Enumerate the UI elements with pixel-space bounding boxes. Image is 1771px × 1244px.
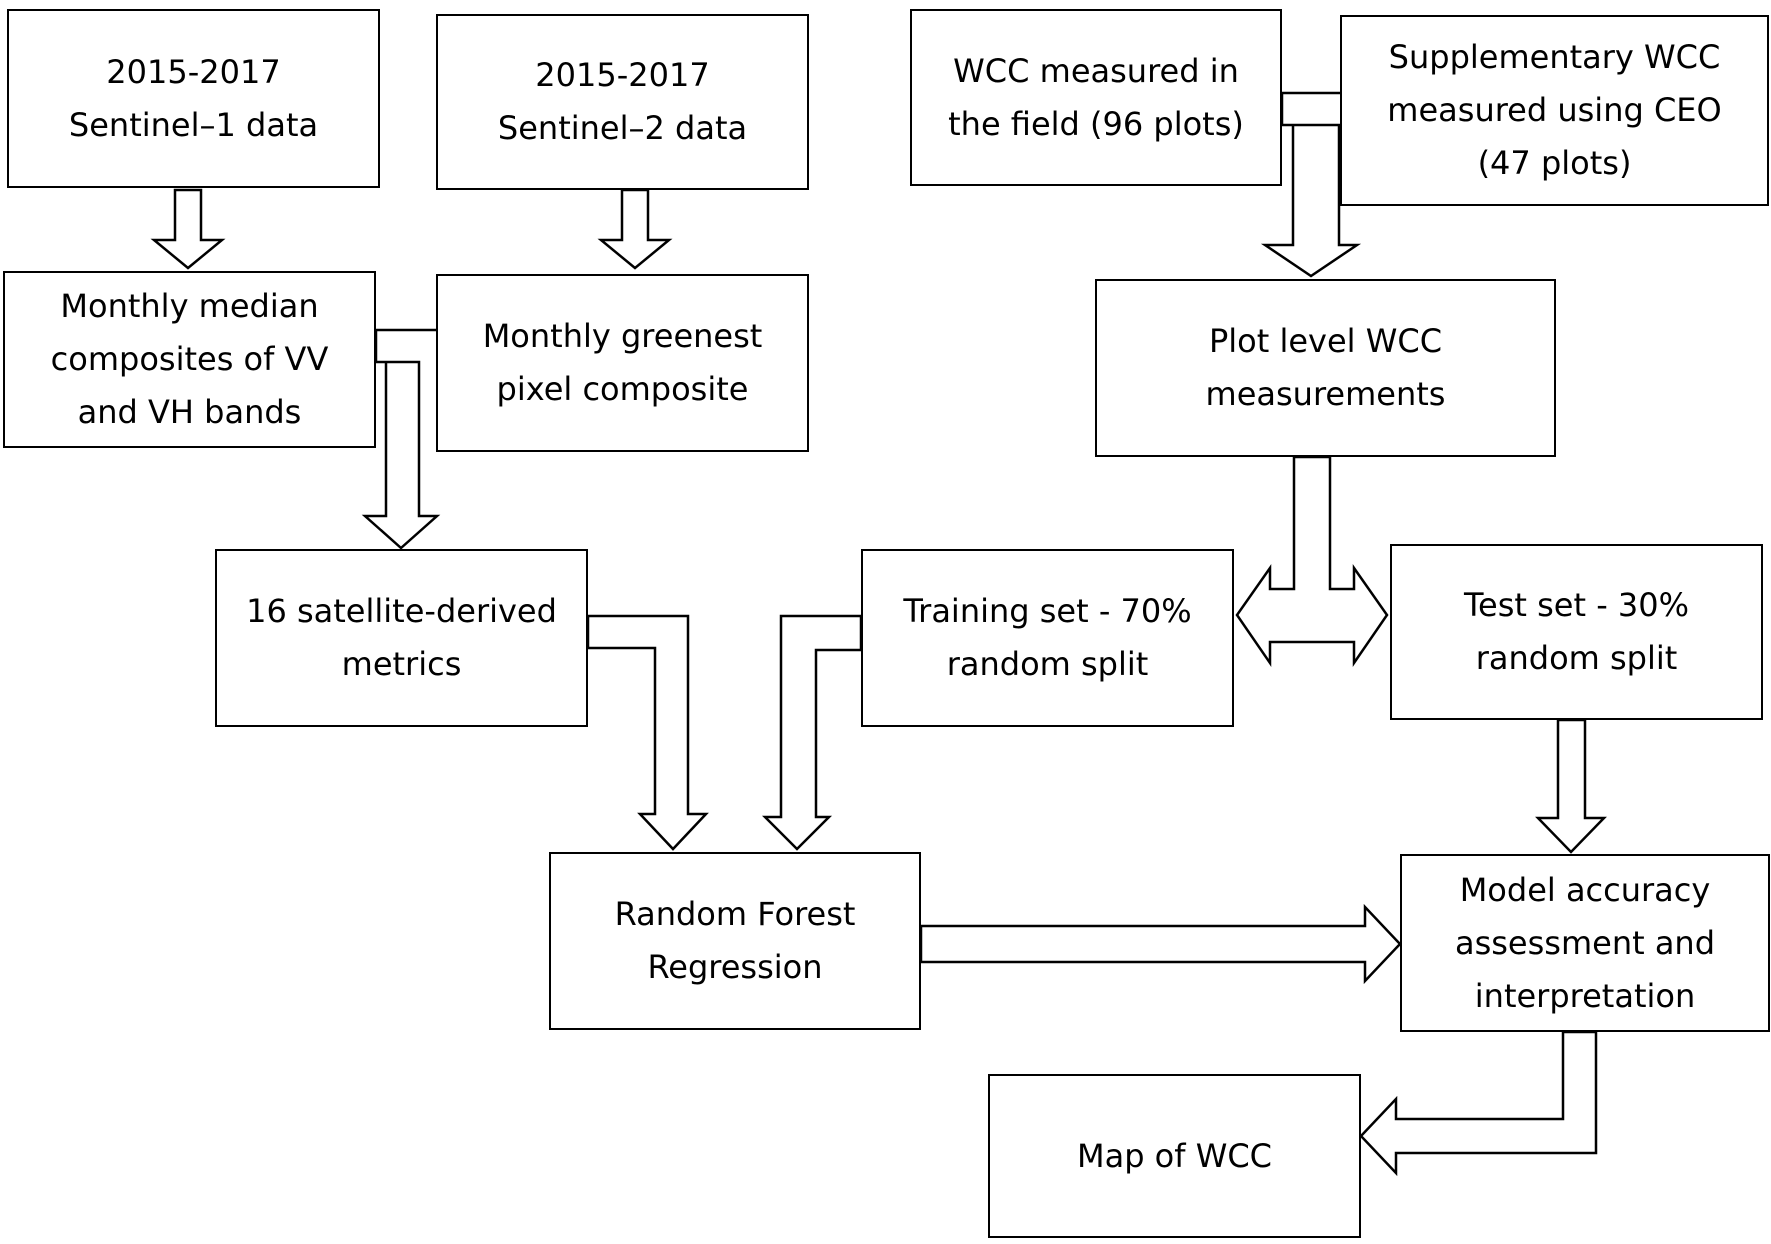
box-training-set: Training set - 70% random split: [861, 549, 1234, 727]
box-line: Random Forest: [614, 895, 856, 933]
box-random-forest: Random Forest Regression: [549, 852, 921, 1030]
arrow-s2-to-greenest: [597, 188, 673, 270]
arrow-plot-to-split: [1235, 455, 1389, 668]
box-line: Plot level WCC: [1208, 322, 1443, 360]
box-line: random split: [1475, 639, 1678, 677]
box-satellite-metrics: 16 satellite-derived metrics: [215, 549, 588, 727]
box-greenest-composite: Monthly greenest pixel composite: [436, 274, 809, 452]
box-line: Regression: [647, 948, 823, 986]
box-line: Monthly median: [60, 287, 319, 325]
arrow-accuracy-to-map: [1359, 1030, 1598, 1177]
box-median-composites: Monthly median composites of VV and VH b…: [3, 271, 376, 448]
box-line: 2015-2017: [106, 52, 281, 91]
box-line: Sentinel–1 data: [68, 105, 319, 144]
box-line: 16 satellite-derived: [246, 592, 557, 630]
box-test-set: Test set - 30% random split: [1390, 544, 1763, 720]
box-line: Training set - 70%: [903, 592, 1192, 630]
arrow-metrics-to-rf: [586, 614, 709, 851]
box-line: and VH bands: [77, 393, 302, 431]
arrow-test-to-accuracy: [1535, 718, 1607, 854]
box-line: WCC measured in: [953, 51, 1239, 90]
box-line: Monthly greenest: [482, 317, 763, 355]
box-line: Sentinel–2 data: [497, 109, 748, 147]
box-map-of-wcc: Map of WCC: [988, 1074, 1361, 1238]
box-line: measured using CEO: [1387, 91, 1722, 129]
box-line: metrics: [341, 645, 462, 683]
box-line: Supplementary WCC: [1388, 38, 1721, 76]
box-plot-level-wcc: Plot level WCC measurements: [1095, 279, 1556, 457]
box-line: pixel composite: [496, 370, 749, 408]
box-wcc-field: WCC measured in the field (96 plots): [910, 9, 1282, 186]
box-line: assessment and: [1454, 923, 1716, 962]
box-line: Map of WCC: [1076, 1136, 1273, 1175]
box-model-accuracy: Model accuracy assessment and interpreta…: [1400, 854, 1770, 1032]
box-line: composites of VV: [50, 340, 329, 378]
box-sentinel2-data: 2015-2017 Sentinel–2 data: [436, 14, 809, 190]
box-sentinel1-data: 2015-2017 Sentinel–1 data: [7, 9, 380, 188]
box-line: Model accuracy: [1459, 870, 1711, 909]
arrow-field-ceo-to-plot: [1260, 93, 1362, 278]
box-line: (47 plots): [1477, 144, 1632, 182]
arrow-training-to-rf: [761, 614, 863, 851]
box-line: measurements: [1205, 375, 1446, 413]
arrow-rf-to-accuracy: [919, 903, 1402, 985]
box-line: interpretation: [1474, 976, 1696, 1015]
arrow-composites-to-metrics: [361, 330, 441, 550]
box-line: Test set - 30%: [1463, 586, 1690, 624]
box-line: 2015-2017: [535, 56, 710, 94]
box-line: the field (96 plots): [948, 104, 1244, 143]
arrow-s1-to-median: [150, 188, 226, 270]
box-line: random split: [946, 645, 1149, 683]
box-wcc-ceo: Supplementary WCC measured using CEO (47…: [1340, 15, 1769, 206]
